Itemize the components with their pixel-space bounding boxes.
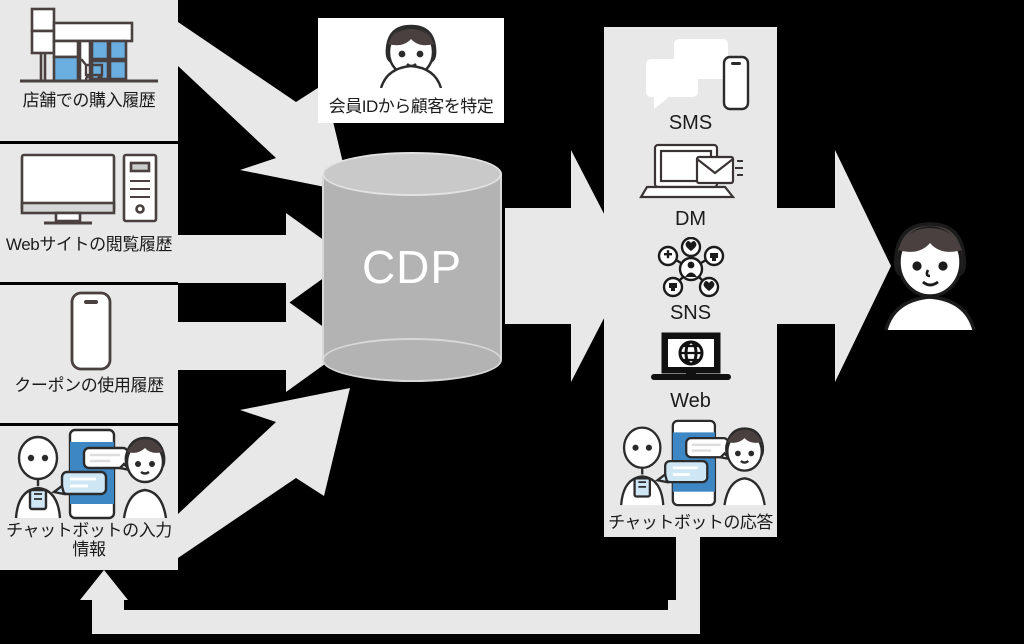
channel-sns[interactable]: SNS xyxy=(604,237,777,325)
source-card-label: クーポンの使用履歴 xyxy=(14,376,164,395)
source-card-website[interactable]: Webサイトの閲覧履歴 xyxy=(0,141,178,282)
channel-label: SMS xyxy=(668,112,713,134)
channel-chatbot[interactable]: チャットボットの応答 xyxy=(604,419,777,533)
feedback-arrowhead xyxy=(80,570,128,600)
source-to-cdp-arrow-4 xyxy=(178,388,350,558)
channels-panel: SMS DM xyxy=(604,27,777,537)
chat-bubbles-phone-icon xyxy=(632,35,750,111)
desktop-computer-icon xyxy=(0,144,178,236)
callout-label: 会員IDから顧客を特定 xyxy=(328,97,494,116)
cylinder-top xyxy=(322,152,502,196)
callout-box: 会員IDから顧客を特定 xyxy=(318,18,504,123)
chatbot-conversation-icon xyxy=(611,419,771,507)
social-network-icon xyxy=(649,237,733,301)
source-card-label: チャットボットの入力情報 xyxy=(6,521,172,559)
smartphone-icon xyxy=(0,285,178,377)
source-card-label: Webサイトの閲覧履歴 xyxy=(5,235,173,254)
source-card-coupon[interactable]: クーポンの使用履歴 xyxy=(0,282,178,423)
data-sources-column: 店舗での購入履歴 Webサイトの閲覧履歴 xyxy=(0,0,178,570)
cylinder-body xyxy=(322,174,502,360)
source-card-label: 店舗での購入履歴 xyxy=(22,91,156,110)
source-card-chatbot[interactable]: チャットボットの入力情報 xyxy=(0,423,178,570)
channel-label: Web xyxy=(670,390,711,412)
channel-dm[interactable]: DM xyxy=(604,141,777,231)
storefront-icon xyxy=(0,0,178,92)
channel-sms[interactable]: SMS xyxy=(604,35,777,135)
chatbot-conversation-icon xyxy=(0,426,178,522)
cylinder-bottom xyxy=(322,338,502,382)
feedback-left-segment xyxy=(92,596,116,626)
customer-avatar-icon xyxy=(870,212,990,332)
channel-label: チャットボットの応答 xyxy=(608,513,773,532)
channel-label: DM xyxy=(674,208,707,230)
channel-label: SNS xyxy=(669,302,712,324)
feedback-bottom-segment xyxy=(92,610,700,634)
member-id-callout[interactable]: 会員IDから顧客を特定 xyxy=(318,18,708,180)
laptop-mail-icon xyxy=(638,141,743,207)
source-card-store[interactable]: 店舗での購入履歴 xyxy=(0,0,178,141)
cdp-label: CDP xyxy=(361,241,463,293)
channel-web[interactable]: Web xyxy=(604,331,777,413)
laptop-globe-icon xyxy=(648,331,734,389)
cdp-cylinder[interactable]: CDP xyxy=(322,152,502,382)
person-avatar-icon xyxy=(318,20,504,88)
